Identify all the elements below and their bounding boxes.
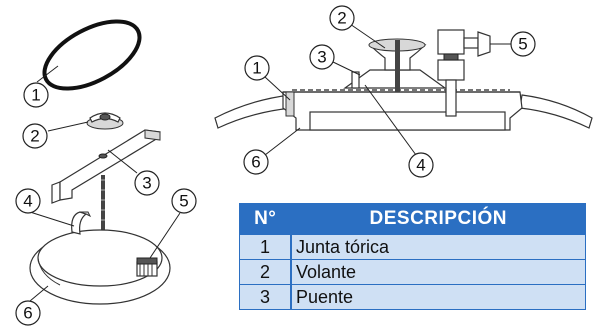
assembled-callout-2: 2: [329, 5, 355, 31]
svg-text:3: 3: [142, 174, 151, 193]
parts-table: N° DESCRIPCIÓN 1 Junta tórica 2 Volante …: [239, 203, 586, 310]
row-number: 1: [239, 234, 292, 260]
o-ring-part: [42, 19, 142, 91]
svg-text:4: 4: [416, 156, 425, 175]
callout-3: 3: [134, 170, 160, 196]
table-row: 2 Volante: [239, 259, 586, 285]
svg-text:1: 1: [31, 86, 40, 105]
row-description: Puente: [290, 284, 586, 310]
callout-6: 6: [15, 300, 41, 326]
svg-text:2: 2: [337, 9, 346, 28]
assembled-callout-6: 6: [243, 149, 269, 175]
callout-2: 2: [22, 123, 48, 149]
assembled-callout-3: 3: [309, 44, 335, 70]
exploded-view: 1 2 3 4 5 6: [15, 19, 197, 326]
assembled-callout-4: 4: [408, 152, 434, 178]
callout-4: 4: [15, 188, 41, 214]
table-row: 1 Junta tórica: [239, 234, 586, 260]
row-description: Volante: [290, 259, 586, 285]
description-column-header: DESCRIPCIÓN: [290, 203, 586, 235]
svg-text:2: 2: [30, 127, 39, 146]
table-row: 3 Puente: [239, 284, 586, 310]
svg-text:6: 6: [251, 153, 260, 172]
svg-text:4: 4: [23, 192, 32, 211]
svg-text:1: 1: [252, 59, 261, 78]
svg-text:3: 3: [317, 48, 326, 67]
row-description: Junta tórica: [290, 234, 586, 260]
assembled-callout-5: 5: [510, 31, 536, 57]
svg-text:5: 5: [179, 192, 188, 211]
assembled-callout-1: 1: [244, 55, 270, 81]
bridge-part: [51, 129, 161, 204]
row-number: 2: [239, 259, 292, 285]
hook-part: [71, 211, 92, 235]
svg-text:5: 5: [518, 35, 527, 54]
valve-part: [136, 257, 158, 277]
svg-text:6: 6: [23, 304, 32, 323]
number-column-header: N°: [239, 203, 292, 235]
row-number: 3: [239, 284, 292, 310]
callout-5: 5: [171, 188, 197, 214]
parts-table-header: N° DESCRIPCIÓN: [239, 203, 586, 235]
handwheel-part: [86, 112, 124, 130]
assembled-view: 1 2 3 4 5 6: [214, 5, 593, 178]
callout-1: 1: [23, 82, 49, 108]
lid-base-part: [29, 229, 171, 305]
